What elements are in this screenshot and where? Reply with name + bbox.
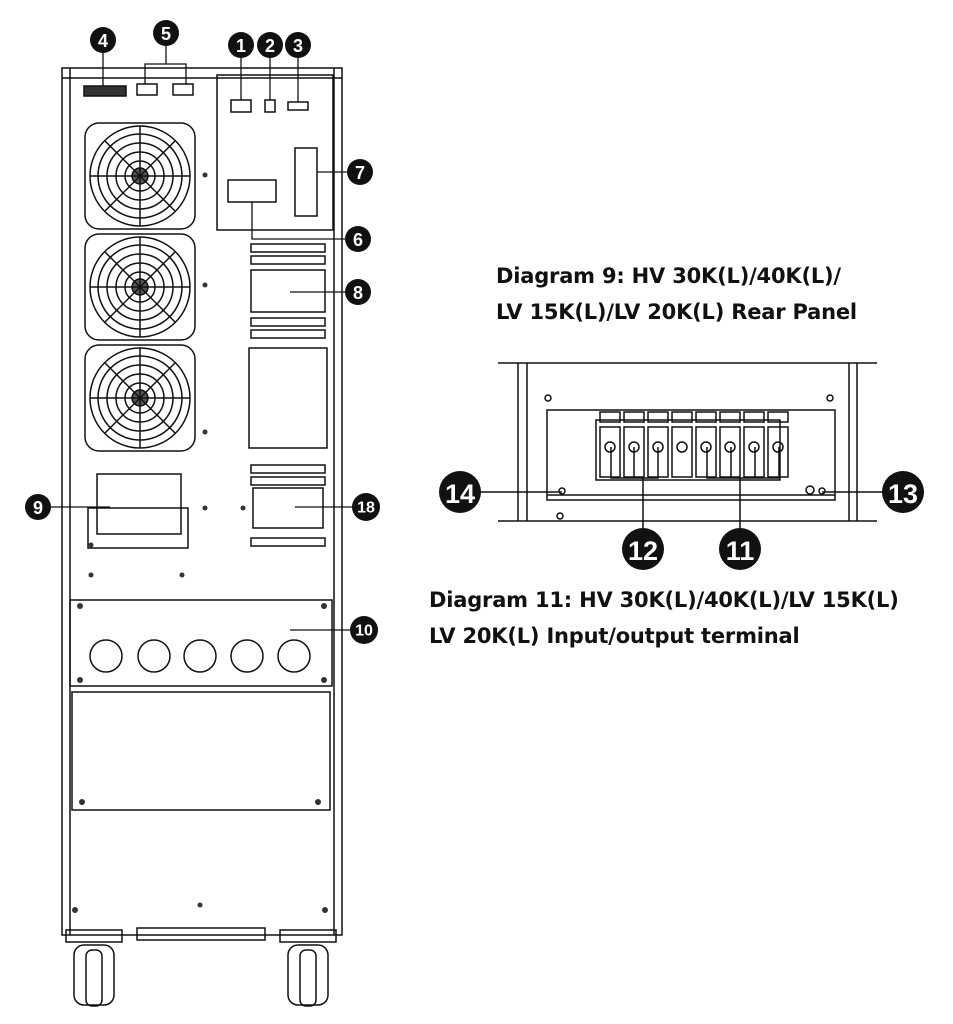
callout-14: 14 xyxy=(439,471,481,513)
callout-7: 7 xyxy=(347,159,373,185)
svg-text:18: 18 xyxy=(357,500,375,517)
terminal-block xyxy=(599,411,789,478)
svg-text:11: 11 xyxy=(726,536,755,566)
svg-text:3: 3 xyxy=(293,36,303,56)
svg-text:10: 10 xyxy=(355,623,373,640)
svg-text:1: 1 xyxy=(236,36,246,56)
input-breaker xyxy=(250,269,326,313)
caption-line: Diagram 9: HV 30K(L)/40K(L)/ xyxy=(496,264,841,288)
svg-text:5: 5 xyxy=(161,24,171,44)
svg-text:9: 9 xyxy=(33,498,43,518)
callout-12: 12 xyxy=(622,528,664,570)
callout-13: 13 xyxy=(882,471,924,513)
ground-icon xyxy=(805,485,815,495)
callout-8: 8 xyxy=(345,279,371,305)
bypass-breaker xyxy=(252,487,324,529)
callout-5: 5 xyxy=(153,20,179,46)
snmp-slot xyxy=(294,147,318,217)
ups-cabinet xyxy=(61,67,343,1007)
parallel-port-1 xyxy=(136,83,158,96)
cooling-fans xyxy=(84,122,196,452)
svg-text:14: 14 xyxy=(445,479,475,509)
epo-port xyxy=(287,101,309,111)
svg-text:6: 6 xyxy=(353,230,363,250)
svg-text:12: 12 xyxy=(628,536,658,566)
callout-6: 6 xyxy=(345,226,371,252)
maintenance-switch xyxy=(96,473,182,535)
callout-11: 11 xyxy=(719,528,761,570)
callout-4: 4 xyxy=(90,27,116,53)
caption-line: LV 15K(L)/LV 20K(L) Rear Panel xyxy=(496,300,857,324)
callout-18: 18 xyxy=(352,493,380,521)
callout-1: 1 xyxy=(228,32,254,58)
caption-line: LV 20K(L) Input/output terminal xyxy=(429,624,800,648)
cable-entry-plate xyxy=(69,599,333,687)
dry-contact-terminal xyxy=(83,85,127,97)
callout-9: 9 xyxy=(25,494,51,520)
rs232-port xyxy=(230,99,252,113)
callout-10: 10 xyxy=(350,616,378,644)
caster-wheels xyxy=(65,929,337,1007)
svg-text:2: 2 xyxy=(265,36,275,56)
caption-line: Diagram 11: HV 30K(L)/40K(L)/LV 15K(L) xyxy=(429,588,899,612)
svg-text:4: 4 xyxy=(98,31,108,51)
svg-text:8: 8 xyxy=(353,283,363,303)
svg-text:7: 7 xyxy=(355,163,365,183)
callout-2: 2 xyxy=(257,32,283,58)
cable-holes xyxy=(89,639,311,673)
communication-panel xyxy=(216,74,334,231)
terminal-caption: Diagram 11: HV 30K(L)/40K(L)/LV 15K(L) L… xyxy=(429,582,899,654)
rear-panel-caption: Diagram 9: HV 30K(L)/40K(L)/ LV 15K(L)/L… xyxy=(496,258,857,330)
svg-text:13: 13 xyxy=(888,479,918,509)
usb-port xyxy=(264,99,276,113)
callout-3: 3 xyxy=(285,32,311,58)
label-plate xyxy=(227,179,277,203)
terminal-diagram xyxy=(480,362,883,530)
parallel-port-2 xyxy=(172,83,194,96)
